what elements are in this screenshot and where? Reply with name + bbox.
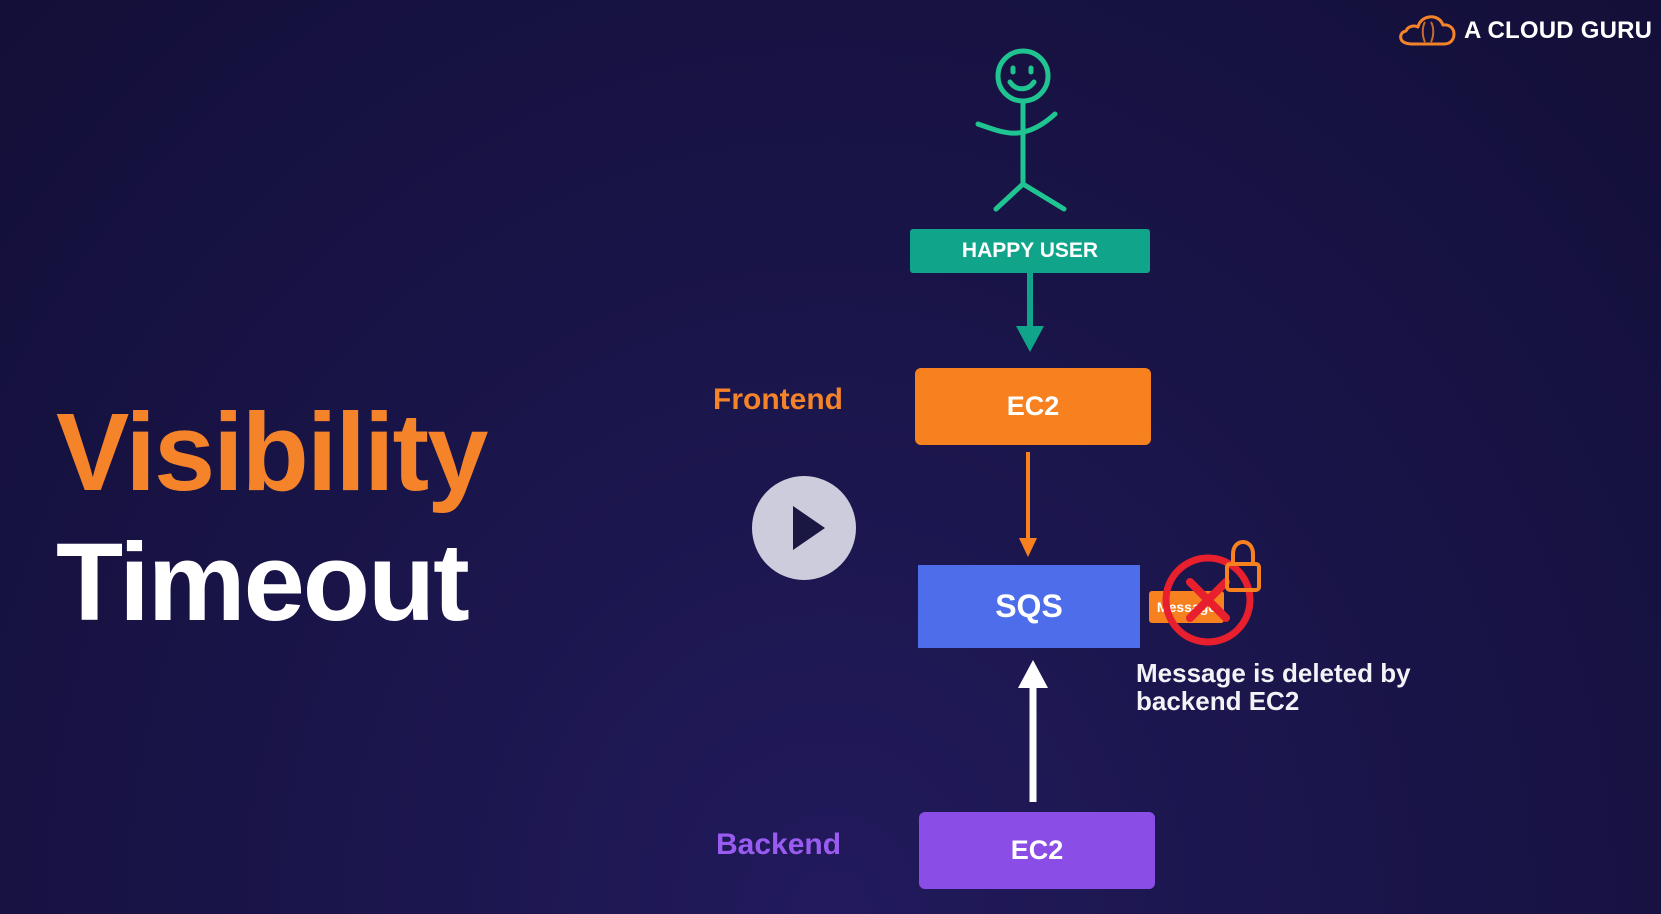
brand-logo: A CLOUD GURU xyxy=(1398,14,1652,48)
happy-user-label: HAPPY USER xyxy=(910,229,1150,273)
cloud-icon xyxy=(1398,14,1456,48)
play-button[interactable] xyxy=(752,476,856,580)
backend-ec2-box: EC2 xyxy=(919,812,1155,889)
backend-label: Backend xyxy=(716,828,841,862)
frontend-label: Frontend xyxy=(713,383,843,417)
deleted-note: Message is deleted by backend EC2 xyxy=(1136,659,1456,715)
play-icon xyxy=(793,506,825,550)
slide-title-line1: Visibility xyxy=(56,398,486,508)
padlock-icon xyxy=(1223,538,1263,594)
slide-title-line2: Timeout xyxy=(56,528,468,638)
brand-name: A CLOUD GURU xyxy=(1464,17,1652,45)
frontend-ec2-box: EC2 xyxy=(915,368,1151,445)
stick-figure-icon xyxy=(970,44,1070,216)
sqs-box: SQS xyxy=(918,565,1140,648)
